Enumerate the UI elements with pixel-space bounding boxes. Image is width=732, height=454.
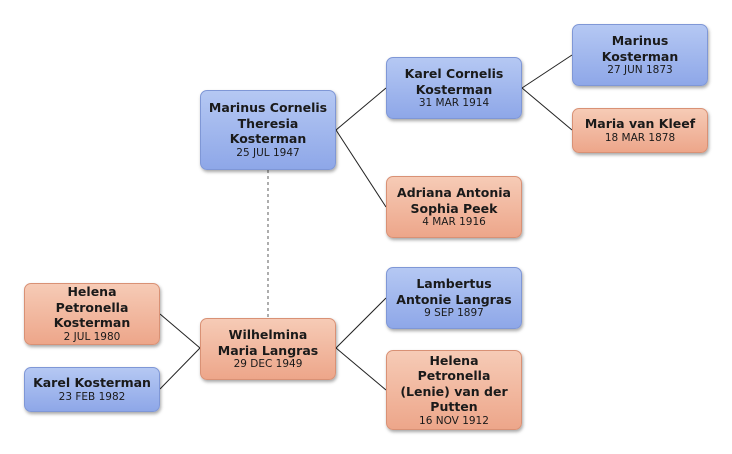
person-card-wilhelmina[interactable]: Wilhelmina Maria Langras 29 DEC 1949 (200, 318, 336, 380)
person-card-lambertus[interactable]: Lambertus Antonie Langras 9 SEP 1897 (386, 267, 522, 329)
person-card-marinus-cornelis[interactable]: Marinus Cornelis Theresia Kosterman 25 J… (200, 90, 336, 170)
person-card-adriana[interactable]: Adriana Antonia Sophia Peek 4 MAR 1916 (386, 176, 522, 238)
person-name: Helena Petronella (Lenie) van der Putten (400, 352, 508, 415)
person-name: Maria van Kleef (584, 116, 696, 132)
person-name: Adriana Antonia Sophia Peek (397, 185, 511, 216)
link-wilhelmina-to-helena-lenie (335, 347, 387, 391)
link-karel-cornelis-to-marinus (521, 54, 573, 89)
person-name: Karel Cornelis Kosterman (404, 66, 504, 97)
person-name: Marinus Cornelis Theresia Kosterman (208, 100, 328, 147)
person-card-marinus[interactable]: Marinus Kosterman 27 JUN 1873 (572, 24, 708, 86)
person-date: 25 JUL 1947 (236, 146, 300, 159)
link-marinus-cornelis-to-adriana (335, 129, 387, 208)
person-card-karel[interactable]: Karel Kosterman 23 FEB 1982 (24, 367, 160, 412)
person-card-helena[interactable]: Helena Petronella Kosterman 2 JUL 1980 (24, 283, 160, 345)
person-card-karel-cornelis[interactable]: Karel Cornelis Kosterman 31 MAR 1914 (386, 57, 522, 119)
person-date: 29 DEC 1949 (233, 358, 303, 370)
person-name: Karel Kosterman (33, 375, 151, 391)
person-date: 2 JUL 1980 (63, 330, 121, 343)
person-date: 18 MAR 1878 (604, 131, 676, 144)
person-date: 23 FEB 1982 (58, 390, 126, 403)
link-karel-cornelis-to-maria (521, 87, 573, 131)
person-name: Marinus Kosterman (601, 33, 679, 64)
person-date: 16 NOV 1912 (419, 414, 489, 427)
person-name: Wilhelmina Maria Langras (217, 327, 319, 358)
person-card-maria[interactable]: Maria van Kleef 18 MAR 1878 (572, 108, 708, 153)
link-wilhelmina-to-lambertus (335, 297, 387, 349)
person-date: 27 JUN 1873 (607, 64, 673, 76)
link-karel-to-wilhelmina (159, 347, 201, 390)
link-helena-to-wilhelmina (159, 313, 201, 349)
person-date: 9 SEP 1897 (424, 307, 484, 319)
person-name: Helena Petronella Kosterman (53, 284, 131, 331)
person-date: 31 MAR 1914 (418, 97, 490, 109)
link-marinus-cornelis-to-karel-cornelis (335, 87, 387, 131)
person-name: Lambertus Antonie Langras (396, 276, 512, 307)
person-card-helena-lenie[interactable]: Helena Petronella (Lenie) van der Putten… (386, 350, 522, 430)
person-date: 4 MAR 1916 (422, 216, 486, 228)
